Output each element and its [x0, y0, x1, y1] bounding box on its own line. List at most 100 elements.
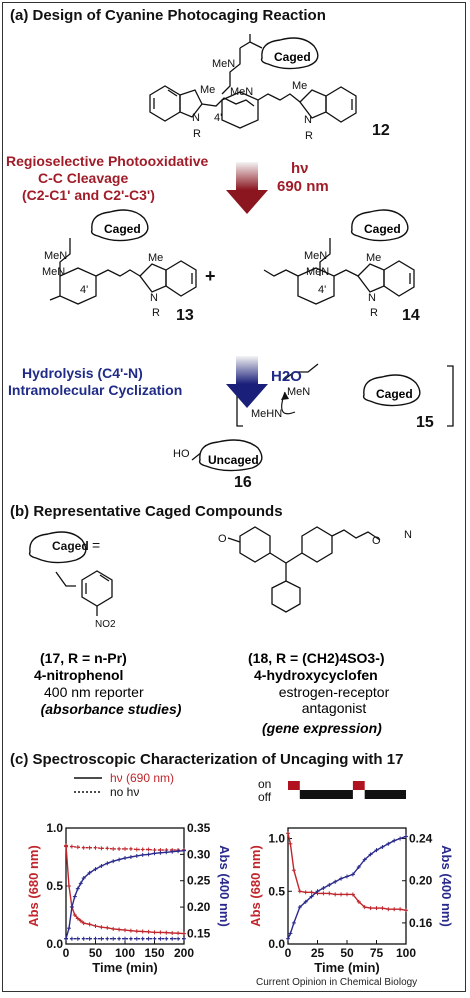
men-label-15: MeN	[287, 386, 311, 398]
compound-16-label: 16	[234, 474, 252, 491]
x-axis-label: Time (min)	[92, 960, 158, 975]
pos4-label-14: 4'	[318, 284, 327, 296]
caged-label-13: Caged	[104, 222, 141, 236]
me-label-12a: Me	[200, 84, 216, 96]
x-tick-label: 0	[63, 946, 70, 960]
y-left-axis-label: Abs (680 nm)	[248, 845, 263, 927]
plus-sign: +	[205, 266, 216, 286]
r-label-13: R	[152, 307, 160, 319]
y-right-tick-label: 0.16	[409, 916, 433, 930]
x-tick-label: 150	[144, 946, 164, 960]
on-period-bar	[288, 781, 300, 790]
step1-line3: (C2-C1' and C2'-C3')	[22, 187, 155, 203]
on-label: on	[258, 777, 271, 791]
off-period-bar	[299, 790, 353, 799]
blue-reaction-arrow	[226, 356, 268, 408]
plot-frame	[65, 827, 185, 945]
n-label-12b: N	[304, 114, 312, 126]
o-label-cyclofen-b: O	[372, 535, 381, 547]
x-tick-label: 100	[115, 946, 135, 960]
r-label-12a: R	[193, 128, 201, 140]
ho-label-16: HO	[173, 448, 190, 460]
compound-13-label: 13	[176, 307, 194, 324]
panel-a-title: (a) Design of Cyanine Photocaging Reacti…	[10, 7, 326, 24]
caged-label-15: Caged	[376, 387, 413, 401]
me-label-13: Me	[148, 252, 164, 264]
n-label-cyclofen: N	[404, 529, 412, 541]
caged-label-12: Caged	[274, 50, 311, 64]
series-line-1	[287, 835, 407, 939]
no2-label: NO2	[95, 619, 116, 630]
hv-label: hν	[291, 160, 309, 177]
credit-text: Current Opinion in Chemical Biology	[256, 977, 418, 988]
series-line-2	[65, 850, 185, 939]
step1-line2: C-C Cleavage	[38, 170, 129, 186]
compound-15-label: 15	[416, 414, 434, 431]
y-right-tick-label: 0.20	[409, 874, 433, 888]
x-tick-label: 25	[311, 946, 325, 960]
caged-label-14: Caged	[364, 222, 401, 236]
c17-desc: 400 nm reporter	[44, 684, 144, 700]
y-left-axis-label: Abs (680 nm)	[26, 845, 41, 927]
men-label-14: MeN	[304, 250, 328, 262]
y-right-tick-label: 0.25	[187, 874, 211, 888]
x-tick-label: 75	[370, 946, 384, 960]
legend-entry: hν (690 nm)	[110, 771, 174, 785]
series-line-0	[287, 833, 407, 911]
equals-sign: =	[92, 537, 100, 553]
men-label-13: MeN	[44, 250, 68, 262]
y-right-tick-label: 0.30	[187, 847, 211, 861]
pos4-label-13: 4'	[80, 284, 89, 296]
c18-label: (18, R = (CH2)4SO3-)	[248, 650, 385, 666]
panel-b-title: (b) Representative Caged Compounds	[10, 503, 283, 520]
pos4-label-12: 4'	[214, 112, 223, 124]
men-label-12: MeN	[212, 58, 236, 70]
n-label-12a: N	[192, 112, 200, 124]
c18-use: (gene expression)	[262, 720, 382, 736]
y-left-tick-label: 1.0	[46, 821, 63, 835]
off-label: off	[258, 790, 272, 804]
men-label-13b: MeN	[42, 266, 66, 278]
panel-b-structures: Caged = NO2 O O N	[28, 526, 412, 630]
c17-label: (17, R = n-Pr)	[40, 650, 127, 666]
red-reaction-arrow	[226, 162, 268, 214]
y-right-axis-label: Abs (400 nm)	[217, 845, 232, 927]
step2-line1: Hydrolysis (C4'-N)	[22, 365, 143, 381]
step2-line2: Intramolecular Cyclization	[8, 382, 183, 398]
figure-frame	[2, 2, 466, 992]
panel-c-title: (c) Spectroscopic Characterization of Un…	[10, 751, 404, 768]
r-label-12b: R	[305, 130, 313, 142]
x-tick-label: 200	[174, 946, 194, 960]
off-period-bar	[364, 790, 406, 799]
x-tick-label: 0	[285, 946, 292, 960]
men-label-12b: MeN	[230, 86, 254, 98]
x-tick-label: 50	[89, 946, 103, 960]
c18-desc: estrogen-receptor antagonist	[278, 684, 390, 716]
x-tick-label: 100	[396, 946, 416, 960]
legend-entry: no hν	[110, 785, 139, 799]
n-label-14: N	[368, 292, 376, 304]
h2o-label: H2O	[271, 368, 302, 385]
y-left-tick-label: 0.0	[268, 937, 285, 951]
caged-label-b: Caged	[52, 539, 89, 553]
wavelength-label: 690 nm	[277, 178, 329, 195]
y-left-tick-label: 0.0	[46, 937, 63, 951]
y-right-tick-label: 0.24	[409, 832, 433, 846]
y-right-tick-label: 0.20	[187, 900, 211, 914]
r-label-14: R	[370, 307, 378, 319]
compound-12-label: 12	[372, 122, 390, 139]
compound-13-structure	[49, 238, 197, 305]
men-label-14b: MeN	[306, 266, 330, 278]
compound-14-label: 14	[402, 307, 420, 324]
x-tick-label: 50	[340, 946, 354, 960]
compound-12-structure	[149, 34, 357, 129]
y-right-tick-label: 0.15	[187, 926, 211, 940]
o-label-cyclofen: O	[218, 533, 227, 545]
x-axis-label: Time (min)	[314, 960, 380, 975]
c18-name: 4-hydroxycyclofen	[254, 667, 378, 683]
mehn-label-15: MeHN	[251, 408, 283, 420]
y-right-axis-label: Abs (400 nm)	[439, 845, 454, 927]
panel-a-scheme: +	[49, 34, 454, 472]
